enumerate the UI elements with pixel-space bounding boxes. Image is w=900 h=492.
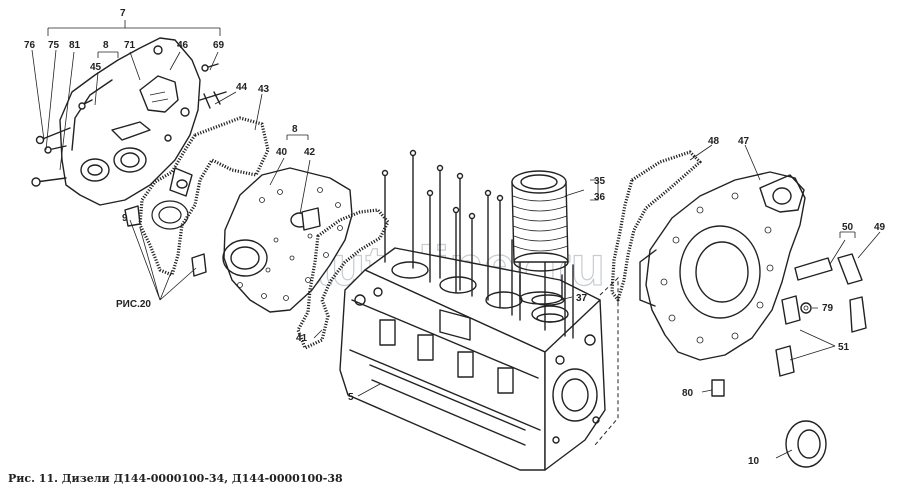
gasket-41 <box>296 208 390 350</box>
cover-plates <box>775 253 867 377</box>
label-5: 5 <box>348 392 354 403</box>
cylinder-liner <box>511 170 569 305</box>
label-69: 69 <box>213 40 225 51</box>
label-71: 71 <box>124 40 136 51</box>
dashed-assembly-line <box>594 276 619 446</box>
label-9: 9 <box>122 213 128 224</box>
label-8-mid: 8 <box>292 124 298 135</box>
bolts-left <box>31 63 227 187</box>
nut-79 <box>800 302 812 314</box>
label-ris20: РИС.20 <box>116 299 151 310</box>
cover-plate-40 <box>223 167 353 313</box>
housing-holes <box>660 192 774 344</box>
label-79: 79 <box>822 303 834 314</box>
label-41: 41 <box>296 333 308 344</box>
label-49: 49 <box>874 222 886 233</box>
plug-80 <box>711 379 725 397</box>
label-48: 48 <box>708 136 720 147</box>
label-37: 37 <box>576 293 588 304</box>
label-42: 42 <box>304 147 316 158</box>
label-36: 36 <box>594 192 606 203</box>
gasket-48 <box>610 150 702 302</box>
label-40: 40 <box>276 147 288 158</box>
part-labels: 7 76 75 81 8 71 46 69 45 44 43 8 40 42 9… <box>24 8 886 467</box>
label-76: 76 <box>24 40 36 51</box>
label-46: 46 <box>177 40 189 51</box>
label-80: 80 <box>682 388 694 399</box>
label-47: 47 <box>738 136 750 147</box>
label-35: 35 <box>594 176 606 187</box>
leader-lines <box>31 20 881 459</box>
seal-ring-37 <box>531 294 565 306</box>
label-10: 10 <box>748 456 760 467</box>
label-81: 81 <box>69 40 81 51</box>
label-51: 51 <box>838 342 850 353</box>
label-45: 45 <box>90 62 102 73</box>
figure-caption: Рис. 11. Дизели Д144-0000100-34, Д144-00… <box>8 472 343 485</box>
label-44: 44 <box>236 82 248 93</box>
label-75: 75 <box>48 40 60 51</box>
part-9 <box>124 205 141 227</box>
flywheel-housing <box>639 171 806 361</box>
label-50: 50 <box>842 222 854 233</box>
label-7: 7 <box>120 8 126 19</box>
engine-block <box>339 247 606 471</box>
timing-cover <box>59 37 201 206</box>
label-43: 43 <box>258 84 270 95</box>
plate-holes <box>237 187 343 301</box>
label-8-top: 8 <box>103 40 109 51</box>
